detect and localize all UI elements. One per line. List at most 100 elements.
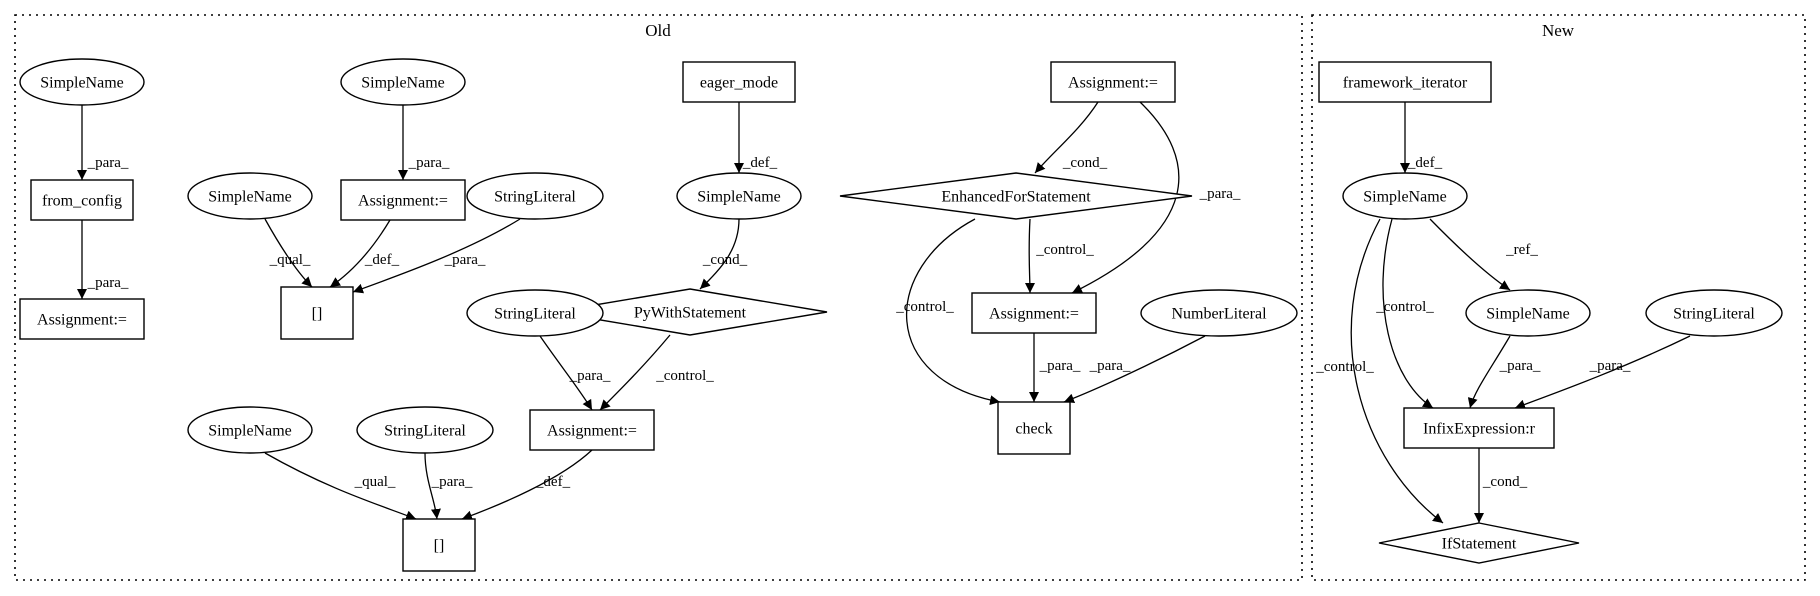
edge: _control_	[1315, 218, 1444, 524]
node-shape	[839, 172, 1193, 220]
edge-line	[539, 335, 593, 411]
edge-label: _def_	[1407, 155, 1443, 171]
edge: _control_	[1375, 218, 1434, 409]
edge-label: _def_	[535, 474, 571, 490]
edge-line	[424, 452, 441, 520]
edge-label: _para_	[1199, 186, 1241, 202]
node-label: SimpleName	[697, 189, 781, 206]
node-shape	[529, 409, 655, 451]
node-ellipse: StringLiteral	[356, 406, 494, 454]
node-label: SimpleName	[1363, 189, 1447, 206]
node-label: SimpleName	[40, 75, 124, 92]
cluster-old: Old	[14, 14, 1303, 581]
node-label: Assignment:=	[358, 193, 448, 210]
node-shape	[280, 286, 354, 340]
node-label: SimpleName	[208, 423, 292, 440]
edge: _def_	[1400, 102, 1443, 173]
edge-label: _ref_	[1505, 242, 1538, 258]
edge-line	[1429, 218, 1511, 291]
node-box: check	[997, 401, 1071, 455]
node-shape	[1050, 61, 1176, 103]
edge-label: _qual_	[269, 252, 311, 268]
node-box: from_config	[30, 179, 134, 221]
edge: _para_	[398, 105, 450, 180]
node-ellipse: SimpleName	[1342, 172, 1468, 220]
node-shape	[1465, 289, 1591, 337]
edge: _def_	[461, 449, 593, 521]
edge-label: _para_	[1499, 358, 1541, 374]
edge-line	[699, 218, 740, 290]
node-shape	[971, 292, 1097, 334]
edge: _control_	[895, 218, 1001, 406]
edge-label: _para_	[569, 368, 611, 384]
node-label: SimpleName	[208, 189, 292, 206]
edge-line	[264, 452, 417, 521]
node-shape	[466, 289, 604, 337]
edge-line	[1034, 101, 1099, 174]
edge: _control_	[1024, 218, 1094, 294]
node-diamond: IfStatement	[1378, 522, 1580, 564]
edge: _qual_	[264, 452, 417, 521]
node-shape	[1140, 289, 1298, 337]
edge: _def_	[734, 102, 778, 173]
edge-label: _cond_	[1062, 155, 1108, 171]
node-shape	[466, 172, 604, 220]
node-box: InfixExpression:r	[1403, 407, 1555, 449]
edge-line	[1382, 218, 1434, 409]
node-box: framework_iterator	[1318, 61, 1492, 103]
node-box: eager_mode	[682, 61, 796, 103]
node-ellipse: SimpleName	[187, 406, 313, 454]
node-ellipse: SimpleName	[19, 58, 145, 106]
cluster-border	[1311, 14, 1806, 581]
edge-label: _para_	[444, 252, 486, 268]
edge-line	[1467, 335, 1511, 409]
edge-line	[1024, 218, 1035, 294]
node-ellipse: StringLiteral	[1645, 289, 1783, 337]
edge: _para_	[77, 105, 129, 180]
edge-label: _para_	[431, 474, 473, 490]
node-ellipse: StringLiteral	[466, 289, 604, 337]
node-box: Assignment:=	[340, 179, 466, 221]
node-label: EnhancedForStatement	[941, 189, 1091, 206]
edge: _para_	[1063, 335, 1206, 404]
edge: _para_	[77, 220, 129, 299]
edge-label: _para_	[408, 155, 450, 171]
edge: _para_	[1514, 335, 1691, 410]
edge-line	[905, 218, 1001, 406]
cluster-label: New	[1542, 21, 1575, 40]
edge-label: _para_	[1089, 358, 1131, 374]
edge-label: _para_	[87, 155, 129, 171]
edge-label: _para_	[1589, 358, 1631, 374]
edge-line	[1514, 335, 1691, 410]
edge: _para_	[1029, 333, 1081, 402]
node-label: Assignment:=	[989, 306, 1079, 323]
node-label: StringLiteral	[494, 306, 576, 323]
node-ellipse: SimpleName	[340, 58, 466, 106]
edge-line	[1063, 335, 1206, 404]
node-diamond: EnhancedForStatement	[839, 172, 1193, 220]
node-shape	[19, 298, 145, 340]
node-label: SimpleName	[1486, 306, 1570, 323]
node-label: Assignment:=	[1068, 75, 1158, 92]
edge-label: _control_	[895, 299, 954, 315]
edge-label: _def_	[742, 155, 778, 171]
node-box: Assignment:=	[971, 292, 1097, 334]
node-label: framework_iterator	[1343, 75, 1468, 92]
node-shape	[676, 172, 802, 220]
node-ellipse: StringLiteral	[466, 172, 604, 220]
edge-label: _para_	[1039, 358, 1081, 374]
node-shape	[1403, 407, 1555, 449]
edge-label: _cond_	[702, 252, 748, 268]
node-box: []	[280, 286, 354, 340]
edge: _cond_	[1474, 448, 1528, 523]
edge-label: _control_	[1375, 299, 1434, 315]
edge-label: _cond_	[1482, 474, 1528, 490]
node-box: Assignment:=	[529, 409, 655, 451]
cluster-label: Old	[645, 21, 671, 40]
node-label: SimpleName	[361, 75, 445, 92]
node-shape	[1378, 522, 1580, 564]
edge-line	[1350, 218, 1444, 524]
node-label: InfixExpression:r	[1423, 421, 1536, 438]
edge-line	[599, 334, 671, 411]
